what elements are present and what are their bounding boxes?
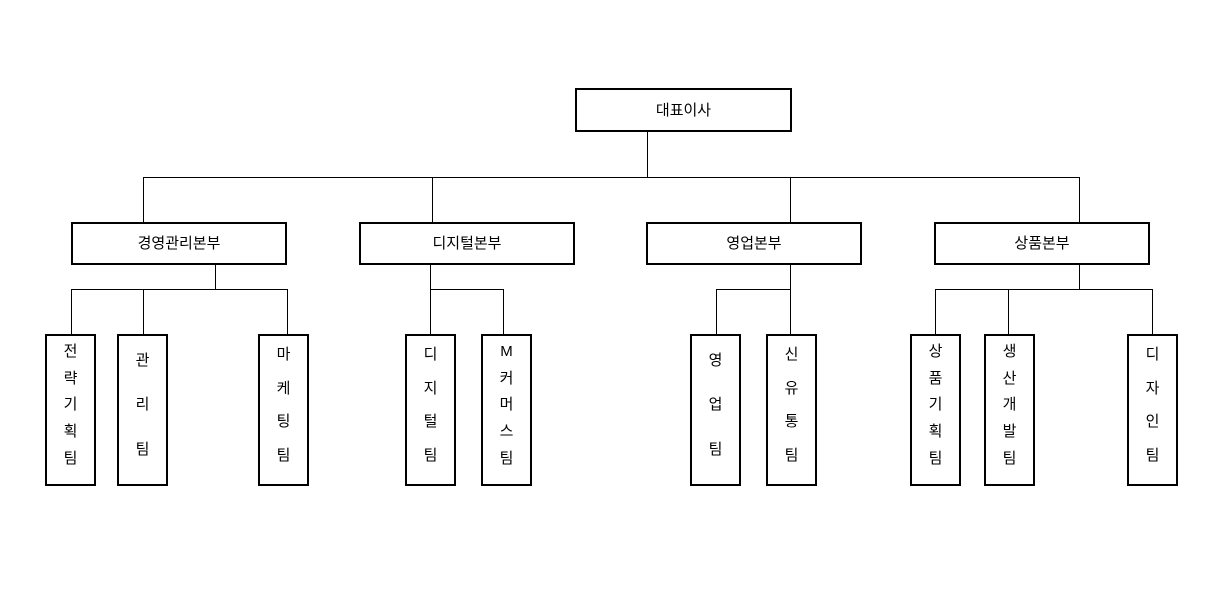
- node-team-new-distribution[interactable]: 신 유 통 팀: [766, 334, 817, 486]
- team-label-char: 커: [499, 369, 514, 387]
- connector-drop-team: [790, 289, 791, 334]
- team-label-char: 기: [63, 396, 78, 414]
- node-team-production-development[interactable]: 생 산 개 발 팀: [984, 334, 1035, 486]
- team-label-char: 디: [423, 346, 438, 364]
- connector-division-3-riser: [790, 265, 791, 290]
- team-label-char: 리: [135, 396, 150, 414]
- division-label: 영업본부: [726, 235, 782, 252]
- node-team-strategy-planning[interactable]: 전 략 기 획 팀: [45, 334, 96, 486]
- team-label-char: 팀: [708, 441, 723, 459]
- connector-drop-division-1: [143, 177, 144, 222]
- node-team-marketing[interactable]: 마 케 팅 팀: [258, 334, 309, 486]
- connector-group-1-horizontal: [71, 289, 288, 290]
- team-label-char: 팀: [1145, 446, 1160, 464]
- node-ceo-label: 대표이사: [655, 101, 712, 119]
- connector-drop-team: [287, 289, 288, 334]
- team-label-char: 팀: [1002, 450, 1017, 468]
- team-label-char: 략: [63, 369, 78, 387]
- team-label-char: 머: [499, 396, 514, 414]
- connector-drop-team: [143, 289, 144, 334]
- team-label-char: 팅: [276, 413, 291, 431]
- connector-drop-team: [503, 289, 504, 334]
- team-label-char: 케: [276, 379, 291, 397]
- team-label-char: 털: [423, 413, 438, 431]
- team-label-char: 신: [784, 346, 799, 364]
- connector-drop-team: [1152, 289, 1153, 334]
- team-label-char: M: [500, 342, 513, 360]
- team-label-char: 기: [928, 396, 943, 414]
- team-label-char: 마: [276, 346, 291, 364]
- connector-drop-division-2: [432, 177, 433, 222]
- connector-top-horizontal: [143, 177, 1080, 178]
- node-team-product-planning[interactable]: 상 품 기 획 팀: [910, 334, 961, 486]
- team-label-char: 인: [1145, 413, 1160, 431]
- team-label-char: 획: [63, 423, 78, 441]
- node-team-m-commerce[interactable]: M 커 머 스 팀: [481, 334, 532, 486]
- team-label-char: 개: [1002, 396, 1017, 414]
- node-division-digital[interactable]: 디지털본부: [359, 222, 575, 265]
- team-label-char: 팀: [63, 450, 78, 468]
- team-label-char: 스: [499, 423, 514, 441]
- team-label-char: 팀: [928, 450, 943, 468]
- connector-group-4-horizontal: [935, 289, 1153, 290]
- connector-drop-team: [935, 289, 936, 334]
- team-label-char: 산: [1002, 369, 1017, 387]
- division-label: 경영관리본부: [137, 235, 221, 252]
- connector-division-2-riser: [430, 265, 431, 290]
- team-label-char: 생: [1002, 342, 1017, 360]
- node-division-product[interactable]: 상품본부: [934, 222, 1150, 265]
- connector-drop-team: [430, 289, 431, 334]
- connector-group-2-horizontal: [430, 289, 504, 290]
- node-team-design[interactable]: 디 자 인 팀: [1127, 334, 1178, 486]
- team-label-char: 관: [135, 351, 150, 369]
- node-team-sales[interactable]: 영 업 팀: [690, 334, 741, 486]
- team-label-char: 유: [784, 379, 799, 397]
- node-team-digital[interactable]: 디 지 털 팀: [405, 334, 456, 486]
- team-label-char: 팀: [784, 446, 799, 464]
- connector-drop-team: [1008, 289, 1009, 334]
- connector-division-1-riser: [215, 265, 216, 290]
- connector-group-3-horizontal: [716, 289, 791, 290]
- team-label-char: 품: [928, 369, 943, 387]
- team-label-char: 디: [1145, 346, 1160, 364]
- team-label-char: 발: [1002, 423, 1017, 441]
- node-division-management[interactable]: 경영관리본부: [71, 222, 287, 265]
- connector-division-4-riser: [1079, 265, 1080, 290]
- team-label-char: 팀: [423, 446, 438, 464]
- team-label-char: 전: [63, 342, 78, 360]
- team-label-char: 영: [708, 351, 723, 369]
- team-label-char: 자: [1145, 379, 1160, 397]
- connector-drop-division-3: [790, 177, 791, 222]
- division-label: 상품본부: [1014, 235, 1070, 252]
- node-division-sales[interactable]: 영업본부: [646, 222, 862, 265]
- team-label-char: 업: [708, 396, 723, 414]
- division-label: 디지털본부: [432, 235, 502, 252]
- team-label-char: 팀: [499, 450, 514, 468]
- team-label-char: 팀: [135, 441, 150, 459]
- connector-drop-team: [71, 289, 72, 334]
- node-team-administration[interactable]: 관 리 팀: [117, 334, 168, 486]
- connector-drop-division-4: [1079, 177, 1080, 222]
- team-label-char: 획: [928, 423, 943, 441]
- team-label-char: 지: [423, 379, 438, 397]
- team-label-char: 상: [928, 342, 943, 360]
- connector-ceo-riser: [647, 132, 648, 178]
- node-ceo[interactable]: 대표이사: [575, 88, 792, 132]
- team-label-char: 팀: [276, 446, 291, 464]
- team-label-char: 통: [784, 413, 799, 431]
- connector-drop-team: [716, 289, 717, 334]
